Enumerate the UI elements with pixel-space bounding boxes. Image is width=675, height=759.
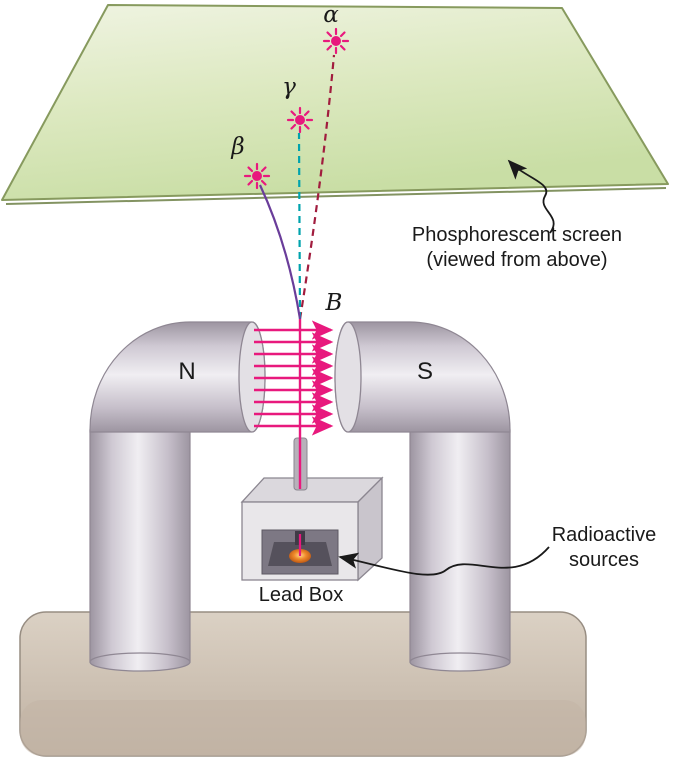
magnet-left-leg-foot xyxy=(89,652,191,672)
beta-spot xyxy=(243,162,271,190)
screen-pointer-arrow xyxy=(507,159,555,234)
south-pole-face xyxy=(334,321,362,433)
magnet xyxy=(89,321,511,672)
gamma-label: γ xyxy=(282,74,296,100)
trajectories xyxy=(259,54,336,320)
alpha-label: α xyxy=(323,2,339,28)
screen-bottom-edge xyxy=(5,187,667,205)
lead-box xyxy=(240,437,384,582)
magnet-right-leg-foot xyxy=(409,652,511,672)
annotations: Phosphorescent screen (viewed from above… xyxy=(338,159,657,576)
magnet-left-leg xyxy=(89,429,191,663)
gamma-spot xyxy=(286,106,314,134)
beta-trajectory xyxy=(259,184,302,320)
screen-caption-line1: Phosphorescent screen xyxy=(412,224,622,246)
phosphorescent-screen xyxy=(1,4,669,205)
gamma-trajectory xyxy=(297,132,302,320)
field-lines xyxy=(254,320,334,436)
lead-box-label: Lead Box xyxy=(259,584,344,606)
alpha-spot xyxy=(322,27,350,55)
north-pole-label: N xyxy=(178,358,195,385)
south-pole-label: S xyxy=(417,358,433,385)
screen-caption-line2: (viewed from above) xyxy=(426,249,607,271)
field-b-label: B xyxy=(325,290,343,316)
base-front-face xyxy=(20,700,586,756)
beta-label: β xyxy=(230,134,244,160)
radioactive-caption-line1: Radioactive xyxy=(552,524,657,546)
alpha-trajectory xyxy=(298,54,336,320)
screen-surface xyxy=(1,4,669,201)
magnet-right-leg xyxy=(409,429,511,663)
radioactive-caption-line2: sources xyxy=(569,549,639,571)
source-pointer-arrow xyxy=(338,546,550,576)
